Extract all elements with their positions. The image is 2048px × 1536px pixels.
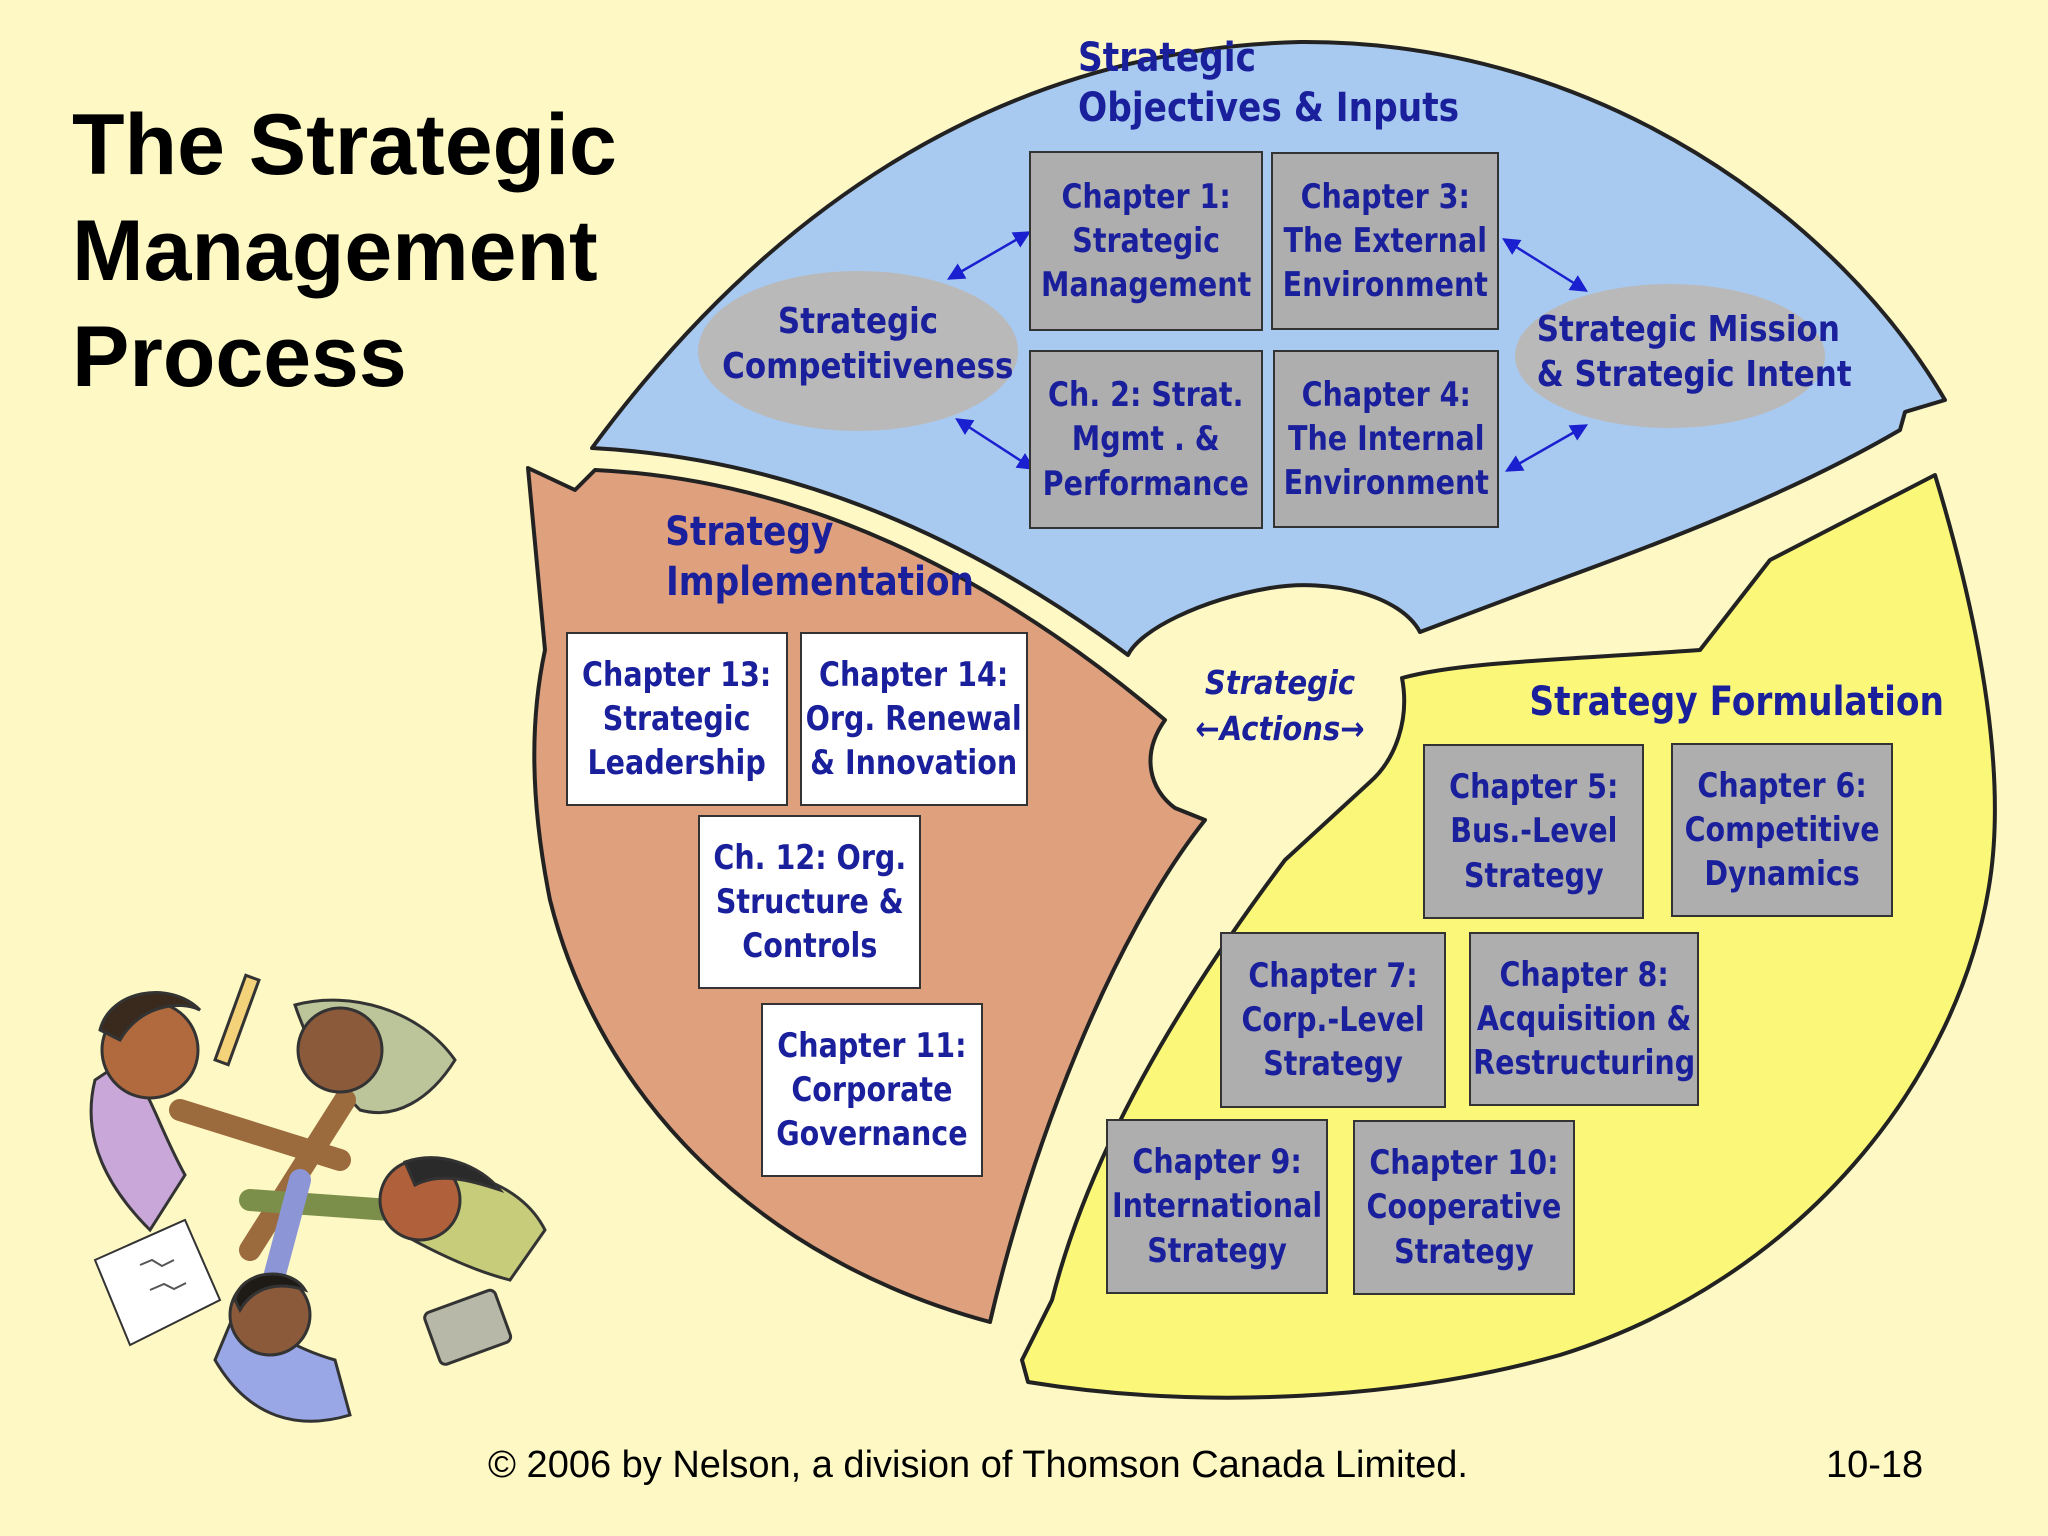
title-line: Management bbox=[72, 203, 598, 299]
mission-line1: Strategic Mission bbox=[1536, 309, 1840, 350]
chapter-10-line3: Strategy bbox=[1394, 1231, 1534, 1272]
chapter-8-line3: Restructuring bbox=[1473, 1043, 1695, 1084]
actions-line1: Strategic bbox=[1204, 663, 1356, 702]
chapter-6-line3: Dynamics bbox=[1704, 854, 1860, 895]
inputs-segment bbox=[590, 39, 1947, 657]
chapter-14-line1: Chapter 14: bbox=[819, 654, 1009, 695]
competitiveness-line2: Competitiveness bbox=[722, 345, 1014, 387]
inputs-label: Strategic Objectives & Inputs bbox=[1078, 34, 1460, 133]
chapter-1-line3: Management bbox=[1040, 265, 1252, 306]
chapter-6-line2: Competitive bbox=[1684, 809, 1880, 850]
chapter-12-line1: Ch. 12: Org. bbox=[713, 837, 906, 878]
chapter-8-line1: Chapter 8: bbox=[1499, 954, 1669, 995]
chapter-11-line2: Corporate bbox=[791, 1069, 953, 1110]
inputs-label-line2: Objectives & Inputs bbox=[1078, 84, 1460, 131]
chapter-13-line3: Leadership bbox=[587, 743, 767, 784]
mission-line2: & Strategic Intent bbox=[1536, 353, 1852, 395]
chapter-5-line3: Strategy bbox=[1463, 855, 1604, 896]
chapter-7-line2: Corp.-Level bbox=[1241, 999, 1425, 1040]
chapter-13-line1: Chapter 13: bbox=[582, 654, 772, 695]
hair-blue bbox=[233, 1272, 309, 1314]
chapter-9-line2: International bbox=[1111, 1186, 1323, 1227]
copyright-text: © 2006 by Nelson, a division of Thomson … bbox=[488, 1444, 1468, 1486]
chapter-3-line3: Environment bbox=[1282, 265, 1488, 306]
strategic-competitiveness-label: Strategic Competitiveness bbox=[722, 300, 1014, 389]
strategic-actions-label: Strategic ←Actions→ bbox=[1174, 660, 1385, 752]
chapter-12-box: Ch. 12: Org.Structure &Controls bbox=[698, 815, 921, 989]
chapter-14-line2: Org. Renewal bbox=[805, 698, 1023, 739]
title-line: The Strategic bbox=[72, 97, 617, 193]
chapter-2-line2: Mgmt . & bbox=[1072, 419, 1220, 460]
chapter-1-line2: Strategic bbox=[1072, 220, 1220, 261]
implementation-label-line2: Implementation bbox=[665, 558, 975, 605]
chapter-12-line3: Controls bbox=[741, 926, 878, 967]
chapter-2-line3: Performance bbox=[1042, 463, 1250, 504]
chapter-3-line1: Chapter 3: bbox=[1300, 176, 1470, 217]
competitiveness-line1: Strategic bbox=[777, 301, 939, 342]
arrow-ch3-mission bbox=[1502, 238, 1588, 292]
chapter-4-line2: The Internal bbox=[1287, 418, 1485, 459]
chapter-11-line3: Governance bbox=[776, 1114, 968, 1155]
strategic-mission-label: Strategic Mission & Strategic Intent bbox=[1536, 308, 1852, 397]
chapter-10-line1: Chapter 10: bbox=[1369, 1143, 1559, 1184]
head-green bbox=[296, 1006, 384, 1094]
inputs-label-line1: Strategic bbox=[1078, 35, 1256, 81]
connector-arrows bbox=[946, 231, 1589, 472]
chapter-14-line3: & Innovation bbox=[810, 743, 1018, 784]
chapter-13-line2: Strategic bbox=[603, 698, 751, 739]
actions-line2: ←Actions→ bbox=[1195, 709, 1365, 749]
chapter-8-line2: Acquisition & bbox=[1476, 998, 1692, 1039]
chapter-6-line1: Chapter 6: bbox=[1697, 765, 1867, 806]
chapter-3-line2: The External bbox=[1283, 220, 1487, 261]
chapter-2-line1: Ch. 2: Strat. bbox=[1048, 375, 1244, 416]
page-title: The Strategic Management Process bbox=[72, 92, 617, 410]
chapter-7-line3: Strategy bbox=[1263, 1044, 1403, 1085]
formulation-label-line1: Strategy Formulation bbox=[1529, 679, 1945, 725]
chapter-4-line3: Environment bbox=[1283, 463, 1489, 504]
chapter-11-line1: Chapter 11: bbox=[777, 1025, 967, 1066]
chapter-14-box: Chapter 14:Org. Renewal& Innovation bbox=[800, 632, 1028, 806]
arrow-competitiveness-ch1 bbox=[946, 231, 1032, 280]
slide-number: 10-18 bbox=[1826, 1444, 1924, 1486]
chapter-7-line1: Chapter 7: bbox=[1248, 955, 1418, 996]
chapter-12-line2: Structure & bbox=[715, 881, 904, 922]
chapter-9-line3: Strategy bbox=[1147, 1230, 1287, 1271]
chapter-8-box: Chapter 8:Acquisition &Restructuring bbox=[1469, 932, 1699, 1106]
chapter-5-line1: Chapter 5: bbox=[1448, 767, 1619, 808]
chapter-5-line2: Bus.-Level bbox=[1449, 811, 1618, 852]
strategic-competitiveness-oval bbox=[698, 271, 1018, 431]
chapter-9-line1: Chapter 9: bbox=[1132, 1142, 1302, 1183]
arm-3 bbox=[239, 1189, 401, 1221]
arrow-competitiveness-ch2 bbox=[955, 418, 1035, 470]
arrow-ch4-mission bbox=[1504, 424, 1589, 472]
chapter-4-line1: Chapter 4: bbox=[1301, 374, 1471, 415]
team-illustration bbox=[89, 973, 547, 1423]
briefcase-icon bbox=[423, 1288, 513, 1366]
paper-scribble bbox=[139, 1258, 187, 1291]
title-line: Process bbox=[72, 309, 407, 405]
implementation-label-line1: Strategy bbox=[665, 509, 834, 555]
hair-olive bbox=[402, 1156, 505, 1194]
chapter-10-line2: Cooperative bbox=[1366, 1187, 1562, 1228]
strategic-mission-oval bbox=[1515, 284, 1825, 428]
paper-icon bbox=[93, 1218, 222, 1347]
formulation-label: Strategy Formulation bbox=[1529, 678, 1945, 728]
hair-purple bbox=[98, 991, 202, 1042]
implementation-label: Strategy Implementation bbox=[665, 508, 975, 607]
chapter-1-line1: Chapter 1: bbox=[1061, 176, 1231, 217]
chapter-2-box: Ch. 2: Strat.Mgmt . &Performance bbox=[1029, 350, 1263, 529]
pencil-icon bbox=[213, 973, 261, 1067]
